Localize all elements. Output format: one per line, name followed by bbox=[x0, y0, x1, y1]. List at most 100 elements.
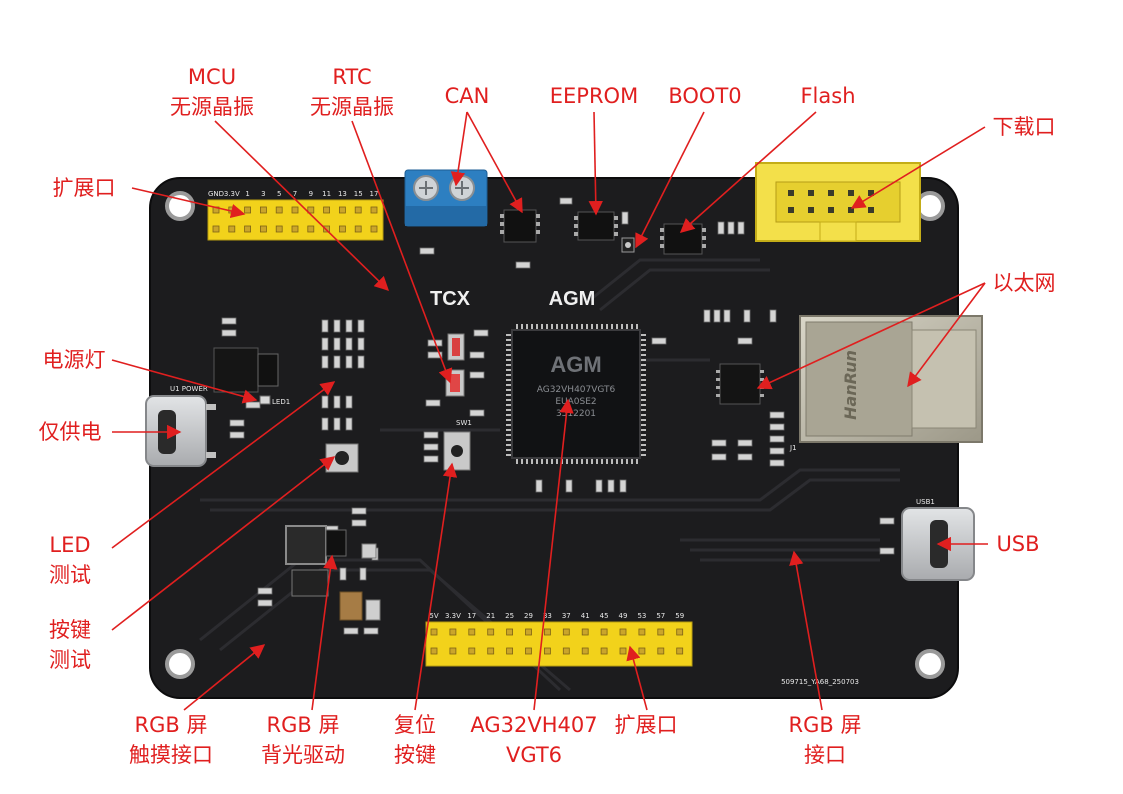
silk-power: U1 POWER bbox=[170, 385, 208, 393]
header-pin-label: 49 bbox=[619, 612, 628, 620]
header-pin-label: GND bbox=[208, 190, 224, 198]
mcu-pin bbox=[591, 458, 593, 464]
mcu-pin bbox=[566, 324, 568, 330]
header-pin bbox=[487, 647, 495, 655]
mcu-pin bbox=[606, 458, 608, 464]
label-boot0: BOOT0 bbox=[660, 81, 750, 111]
mcu-pin bbox=[506, 409, 512, 411]
mcu-pin bbox=[640, 384, 646, 386]
mcu-pin bbox=[640, 424, 646, 426]
mcu-pin bbox=[631, 458, 633, 464]
mcu-pin bbox=[551, 324, 553, 330]
mcu-pin bbox=[506, 339, 512, 341]
mcu-pin bbox=[506, 454, 512, 456]
mcu-pin bbox=[606, 324, 608, 330]
mcu-pin bbox=[616, 458, 618, 464]
key-test-button bbox=[325, 443, 359, 473]
mcu-pin bbox=[640, 344, 646, 346]
mcu-pin bbox=[506, 354, 512, 356]
mcu-chip: AGM AG32VH407VGT6 EUA0SE2 3512201 bbox=[506, 324, 646, 464]
label-rgb-touch-line2: 触摸接口 bbox=[129, 743, 213, 767]
mcu-pin bbox=[556, 458, 558, 464]
mcu-pin bbox=[551, 458, 553, 464]
header-pin-label: 37 bbox=[562, 612, 571, 620]
header-pin-label: 3.3V bbox=[445, 612, 461, 620]
silk-agm: AGM bbox=[549, 288, 596, 310]
label-rgb-port-line1: RGB 屏 bbox=[788, 713, 862, 737]
mcu-pin bbox=[506, 424, 512, 426]
mcu-pin bbox=[581, 458, 583, 464]
header-pin bbox=[581, 647, 589, 655]
mounting-hole-bottom-right bbox=[915, 649, 945, 679]
mcu-pin bbox=[640, 429, 646, 431]
mcu-pin bbox=[506, 394, 512, 396]
mcu-pin bbox=[546, 324, 548, 330]
mcu-pin bbox=[506, 349, 512, 351]
mcu-pin bbox=[506, 334, 512, 336]
label-mcu-crystal-line2: 无源晶振 bbox=[170, 95, 254, 119]
mcu-pin bbox=[506, 384, 512, 386]
header-pin-label: 11 bbox=[322, 190, 331, 198]
header-pin bbox=[370, 206, 378, 214]
label-led-test-line1: LED bbox=[49, 533, 91, 557]
header-pin-label: 59 bbox=[675, 612, 684, 620]
mcu-pin bbox=[640, 439, 646, 441]
mcu-pin bbox=[640, 379, 646, 381]
mcu-pin bbox=[506, 419, 512, 421]
mcu-pin bbox=[581, 324, 583, 330]
mcu-pin bbox=[636, 458, 638, 464]
mcu-pin bbox=[526, 458, 528, 464]
silk-usb1: USB1 bbox=[916, 498, 935, 506]
label-ethernet: 以太网 bbox=[984, 268, 1064, 298]
mcu-pin bbox=[541, 324, 543, 330]
label-led-test: LED 测试 bbox=[30, 530, 110, 590]
mcu-pin bbox=[521, 324, 523, 330]
header-pin bbox=[657, 628, 665, 636]
header-pin bbox=[562, 628, 570, 636]
silk-sw1: SW1 bbox=[456, 419, 472, 427]
mcu-pin bbox=[640, 434, 646, 436]
mcu-pin bbox=[640, 349, 646, 351]
mcu-crystal bbox=[445, 369, 465, 397]
header-pin-label: 45 bbox=[600, 612, 609, 620]
label-can: CAN bbox=[432, 81, 502, 111]
mcu-pin bbox=[640, 354, 646, 356]
header-pin-label: 13 bbox=[338, 190, 347, 198]
mcu-pin bbox=[506, 374, 512, 376]
header-pin bbox=[430, 628, 438, 636]
header-pin bbox=[544, 647, 551, 655]
mcu-pin bbox=[596, 458, 598, 464]
mcu-pin bbox=[556, 324, 558, 330]
label-download-port-text: 下载口 bbox=[992, 115, 1056, 139]
header-pin bbox=[212, 225, 220, 233]
voltage-regulator bbox=[213, 347, 279, 393]
header-pin bbox=[449, 628, 457, 636]
mcu-pin bbox=[506, 344, 512, 346]
mcu-pin bbox=[640, 369, 646, 371]
label-eeprom-text: EEPROM bbox=[549, 84, 639, 108]
header-pin bbox=[525, 628, 532, 636]
mcu-pin bbox=[566, 458, 568, 464]
callout-arrows bbox=[111, 111, 988, 711]
header-pin-label: 7 bbox=[293, 190, 297, 198]
header-pin bbox=[676, 647, 684, 655]
label-mcu-chip-line2: VGT6 bbox=[505, 743, 563, 767]
mcu-pin bbox=[576, 458, 578, 464]
ethernet-phy-chip bbox=[716, 363, 764, 405]
mcu-pin bbox=[506, 444, 512, 446]
mcu-pin bbox=[591, 324, 593, 330]
can-transceiver-chip bbox=[500, 209, 540, 243]
mcu-pin bbox=[640, 374, 646, 376]
mcu-pin bbox=[506, 364, 512, 366]
header-pin bbox=[307, 206, 315, 214]
label-power-only-text: 仅供电 bbox=[38, 420, 102, 444]
mcu-pin bbox=[571, 324, 573, 330]
label-rgb-port-line2: 接口 bbox=[804, 743, 846, 767]
header-pin-label: 5 bbox=[277, 190, 281, 198]
header-pin bbox=[338, 225, 346, 233]
header-pin bbox=[244, 206, 252, 214]
mcu-pin bbox=[640, 334, 646, 336]
mcu-pin bbox=[640, 399, 646, 401]
header-pin bbox=[228, 225, 236, 233]
